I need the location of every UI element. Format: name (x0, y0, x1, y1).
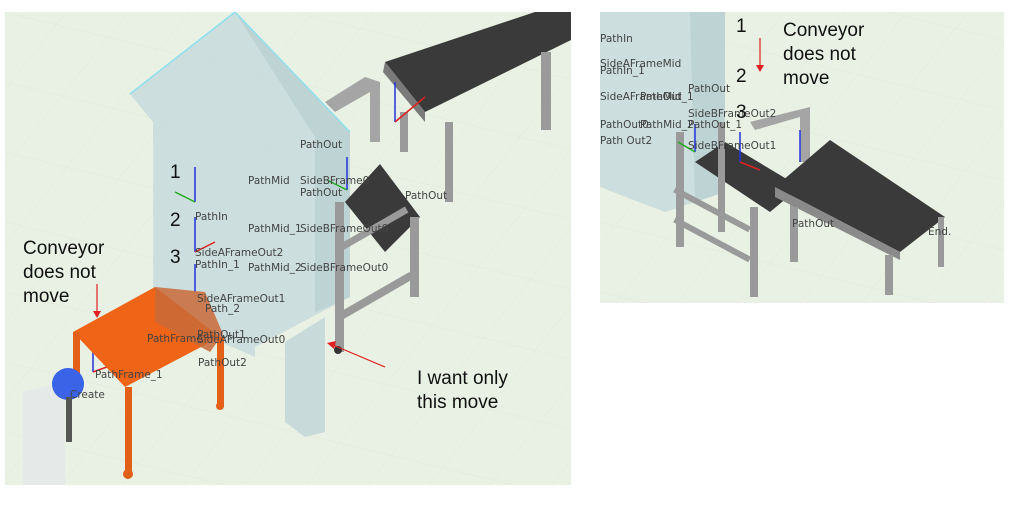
label-path-out2: Path Out2 (600, 135, 652, 147)
annotation-number-3: 3 (170, 247, 181, 268)
label-side-b-frame: SideBFrame0 (300, 175, 369, 187)
label-side-b-frame-out1: SideBFrameOut1 (688, 140, 776, 152)
node-labels: PathOut PathMid SideBFrame0 PathOut Path… (70, 139, 447, 401)
want-arrow-shaft (332, 344, 386, 368)
label-path-mid-2: PathMid_2 (640, 119, 694, 131)
annotation-number-3: 3 (736, 102, 747, 123)
label-create: Create (70, 389, 105, 401)
label-path-out2: PathOut2 (198, 357, 247, 369)
want-note-line-1: I want only (417, 368, 508, 389)
conveyor-note-line-3: move (783, 68, 829, 89)
label-path-frame: PathFrame (147, 333, 203, 345)
label-path-in-1: PathIn_1 (600, 65, 645, 77)
annotations: 1 2 3 Conveyor does not move (736, 16, 865, 123)
label-path-out-conv: PathOut (405, 190, 447, 202)
label-side-a-frame-out0: SideAFrameOut0 (197, 334, 285, 346)
label-path-mid-2: PathMid_2 (248, 262, 302, 274)
scene-canvas-right[interactable]: PathIn SideAFrameMid PathIn_1 PathOut Si… (600, 12, 1004, 303)
scene-viewport-left[interactable]: PathOut PathMid SideBFrame0 PathOut Path… (5, 12, 571, 485)
create-node-icon[interactable] (52, 368, 84, 400)
label-path-in-1: PathIn_1 (195, 259, 240, 271)
scene-canvas-left[interactable]: PathOut PathMid SideBFrame0 PathOut Path… (5, 12, 571, 485)
label-path-out0: PathOut0 (600, 119, 649, 131)
want-note-line-2: this move (417, 392, 498, 413)
label-path-mid-1: PathMid_1 (640, 91, 694, 103)
background-conveyor[interactable] (325, 12, 571, 202)
scene-viewport-right[interactable]: PathIn SideAFrameMid PathIn_1 PathOut Si… (600, 12, 1004, 303)
gray-frame[interactable] (334, 164, 420, 354)
label-path-mid: PathMid (248, 175, 290, 187)
label-side-b-frame-out2: SideBFrameOut2 (688, 108, 776, 120)
axis-gizmos (677, 124, 801, 171)
want-arrow-head (327, 341, 336, 349)
label-end: End. (928, 226, 951, 238)
label-side-a-frame-out1: SideAFrameOut1 (197, 293, 285, 305)
label-side-a-frame-out: SideAFrameOut (600, 91, 682, 103)
label-path-out-b: PathOut (300, 187, 342, 199)
label-path-in: PathIn (195, 211, 228, 223)
annotation-number-2: 2 (170, 210, 181, 231)
annotation-number-1: 1 (736, 16, 747, 37)
label-side-b-frame-top: SideBFrameOut0 (300, 223, 388, 235)
label-path-frame-1: PathFrame_1 (95, 369, 163, 381)
conveyor-arrow-head (93, 311, 101, 318)
label-path-out: PathOut (300, 139, 342, 151)
annotation-number-1: 1 (170, 162, 181, 183)
ghost-machine[interactable] (129, 12, 351, 437)
selected-conveyor[interactable] (73, 287, 224, 479)
create-node[interactable] (23, 368, 84, 485)
node-labels: PathIn SideAFrameMid PathIn_1 PathOut Si… (600, 33, 951, 238)
label-path-out-1: PathOut_1 (688, 119, 742, 131)
conveyor-note-line-1: Conveyor (23, 238, 105, 259)
conveyor-arrow-head (756, 65, 764, 72)
label-path-out1: PathOut1 (197, 329, 246, 341)
label-path-out: PathOut (688, 83, 730, 95)
conveyor[interactable] (775, 140, 945, 295)
label-path-out-conv: PathOut (792, 218, 834, 230)
conveyor-note-line-2: does not (23, 262, 97, 283)
annotation-number-2: 2 (736, 66, 747, 87)
conveyor-note-line-3: move (23, 286, 69, 307)
label-path-mid-1: PathMid_1 (248, 223, 302, 235)
conveyor-note-line-1: Conveyor (783, 20, 865, 41)
conveyor-note-line-2: does not (783, 44, 857, 65)
label-side-b-frame-out0: SideBFrameOut0 (300, 262, 388, 274)
label-side-a-frame-out2: SideAFrameOut2 (195, 247, 283, 259)
label-path-2: Path_2 (205, 303, 240, 315)
label-path-in: PathIn (600, 33, 633, 45)
annotations: 1 2 3 Conveyor does not move I want only… (23, 162, 508, 413)
label-side-a-frame-mid: SideAFrameMid (600, 58, 681, 70)
